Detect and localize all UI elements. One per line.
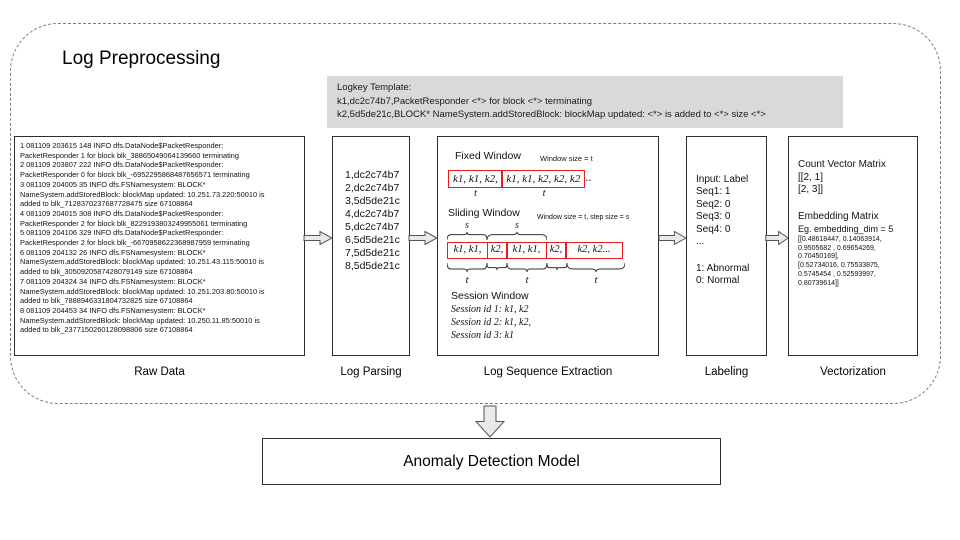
window-size-label: t <box>525 274 529 286</box>
fixed-window-ellipsis: .. <box>585 172 592 184</box>
raw-log-lines: 1 081109 203615 148 INFO dfs.DataNode$Pa… <box>20 141 265 335</box>
arrow-right-icon <box>408 229 438 247</box>
vectorization-box: Count Vector Matrix [[2, 1] [2, 3]] Embe… <box>788 136 918 356</box>
sliding-window-title: Sliding Window <box>448 207 520 219</box>
embedding-dim-note: Eg. embedding_dim = 5 <box>798 224 894 234</box>
fixed-window-2: k1, k1, k2, k2, k2 t <box>501 170 586 200</box>
stage-label-log-parsing: Log Parsing <box>340 366 402 378</box>
logkey-template-text: Logkey Template: k1,dc2c74b7,PacketRespo… <box>337 82 766 120</box>
stage-label-vectorization: Vectorization <box>820 366 886 378</box>
fixed-window-1-keys: k1, k1, k2, <box>448 170 503 188</box>
sliding-segment: k2, k2... <box>565 242 623 259</box>
labeling-box: Input: Label Seq1: 1 Seq2: 0 Seq3: 0 Seq… <box>686 136 767 356</box>
raw-data-box: 1 081109 203615 148 INFO dfs.DataNode$Pa… <box>14 136 305 356</box>
log-sequence-extraction-box: Fixed Window Window size = t k1, k1, k2,… <box>437 136 659 356</box>
under-brace-icon <box>567 263 625 272</box>
under-brace-icon <box>447 263 487 272</box>
over-brace-icon <box>447 232 487 240</box>
count-vector-values: [[2, 1] [2, 3]] <box>798 172 824 195</box>
fixed-window-1-size-label: t <box>473 188 477 199</box>
logkey-sequence-list: 1,dc2c74b7 2,dc2c74b7 3,5d5de21c 4,dc2c7… <box>345 169 400 272</box>
session-window-title: Session Window <box>451 290 529 302</box>
diagram-title: Log Preprocessing <box>62 48 221 69</box>
step-size-label: s <box>515 220 519 231</box>
session-window-lines: Session id 1: k1, k2 Session id 2: k1, k… <box>451 304 531 341</box>
stage-label-raw-data: Raw Data <box>134 366 185 378</box>
embedding-matrix-values: [[0.48618447, 0.14063914, 0.9505682 , 0.… <box>798 236 882 287</box>
count-vector-title: Count Vector Matrix <box>798 159 886 170</box>
sliding-segment: k1, k1, <box>506 242 547 259</box>
sliding-window-note: Window size = t, step size = s <box>537 214 630 221</box>
arrow-right-icon <box>303 229 333 247</box>
window-size-label: t <box>594 274 598 286</box>
over-brace-icon <box>487 232 547 240</box>
fixed-window-row: k1, k1, k2, t k1, k1, k2, k2, k2 t .. <box>448 170 591 200</box>
fixed-window-note: Window size = t <box>540 154 593 163</box>
fixed-window-1: k1, k1, k2, t <box>448 170 503 200</box>
log-parsing-box: 1,dc2c74b7 2,dc2c74b7 3,5d5de21c 4,dc2c7… <box>332 136 410 356</box>
under-brace-icon <box>507 263 547 272</box>
sliding-segment: k2, <box>545 242 567 259</box>
window-size-label: t <box>465 274 469 286</box>
embedding-matrix-title: Embedding Matrix <box>798 211 879 222</box>
arrow-right-icon <box>658 229 687 247</box>
sliding-window-row: k1, k1, k2, k1, k1, k2, k2, k2... <box>447 242 623 259</box>
fixed-window-title: Fixed Window <box>455 150 521 162</box>
under-brace-icon <box>487 263 507 270</box>
labeling-legend: 1: Abnormal 0: Normal <box>696 263 750 287</box>
fixed-window-2-size-label: t <box>542 188 546 199</box>
anomaly-detection-model-label: Anomaly Detection Model <box>403 452 580 470</box>
stage-label-log-sequence-extraction: Log Sequence Extraction <box>483 366 613 378</box>
sliding-segment: k2, <box>486 242 508 259</box>
fixed-window-2-keys: k1, k1, k2, k2, k2 <box>501 170 586 188</box>
stage-label-labeling: Labeling <box>704 366 749 378</box>
step-size-label: s <box>465 220 469 231</box>
log-preprocessing-container <box>10 23 941 404</box>
anomaly-detection-model-box: Anomaly Detection Model <box>262 438 721 485</box>
logkey-template-box: Logkey Template: k1,dc2c74b7,PacketRespo… <box>327 76 843 128</box>
labeling-sequence-lines: Input: Label Seq1: 1 Seq2: 0 Seq3: 0 Seq… <box>696 174 749 248</box>
sliding-segment: k1, k1, <box>447 242 488 259</box>
under-brace-icon <box>547 263 567 270</box>
arrow-down-icon <box>475 405 505 438</box>
arrow-right-icon <box>765 229 789 247</box>
